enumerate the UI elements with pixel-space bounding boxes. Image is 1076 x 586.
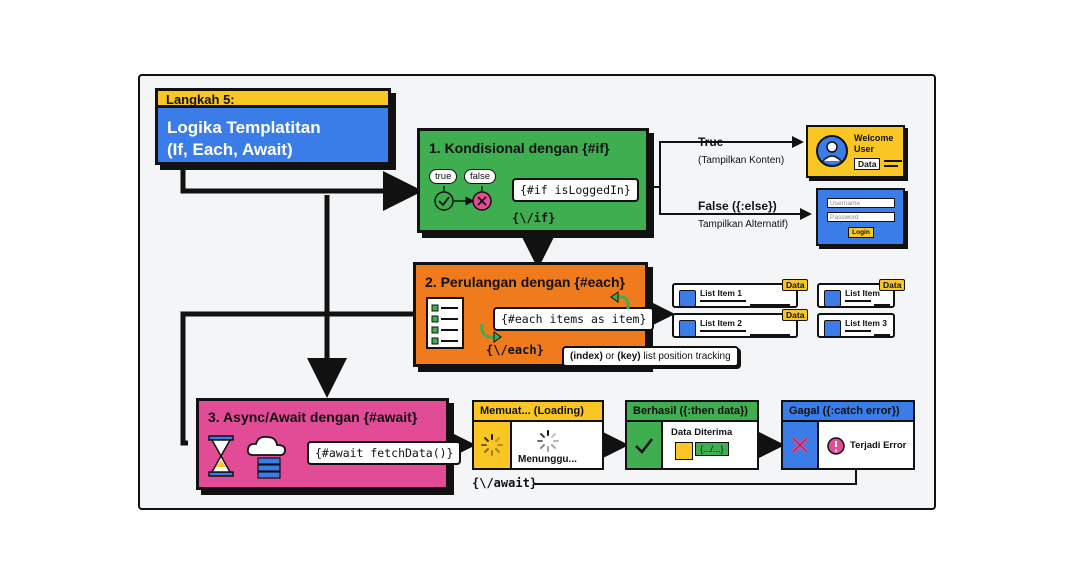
list-item: List Item 3 <box>817 313 895 338</box>
login-button[interactable]: Login <box>848 227 874 238</box>
login-form-card: Username Password Login <box>816 188 905 246</box>
step-title-line2: (If, Each, Await) <box>167 140 293 159</box>
welcome-user-card: Welcome User Data <box>806 125 905 178</box>
checklist-icon <box>426 297 464 349</box>
then-stage: Berhasil ({:then data}) Data Diterima {.… <box>625 400 759 470</box>
loading-stage: Memuat... (Loading) Menunggu... <box>472 400 604 470</box>
note-or: or <box>602 351 618 362</box>
welcome-data-tag: Data <box>854 158 881 170</box>
password-field[interactable]: Password <box>827 212 895 222</box>
true-false-flow <box>434 186 492 211</box>
loop-arrow-icon-bottom <box>480 323 502 343</box>
note-rest: list position tracking <box>640 351 731 362</box>
list-item-data-tag: Data <box>782 279 809 291</box>
await-code: {#await fetchData()} <box>307 441 462 465</box>
branch-line-false <box>659 187 812 220</box>
arrow-each-to-await-left <box>180 311 413 446</box>
branch-false-sub: Tampilkan Alternatif) <box>698 219 789 230</box>
true-pill: true <box>429 169 458 184</box>
each-code: {#each items as item} <box>493 307 655 331</box>
step-label: Langkah 5: <box>155 88 391 108</box>
cloud-server-icon <box>246 435 286 479</box>
conditional-title: 1. Kondisional dengan {#if} <box>429 140 610 156</box>
note-key: (key) <box>617 351 641 362</box>
loop-note: (index) or (key) list position tracking <box>562 346 739 367</box>
list-item: List Item 2 <box>672 313 798 338</box>
step-title-line1: Logika Templatitan <box>167 118 321 137</box>
conditional-card: 1. Kondisional dengan {#if} true false {… <box>417 128 649 233</box>
spinner-icon <box>481 434 503 456</box>
catch-title: Gagal ({:catch error}) <box>783 402 913 422</box>
loading-title: Memuat... (Loading) <box>474 402 602 422</box>
await-title: 3. Async/Await dengan {#await} <box>208 409 418 425</box>
check-icon <box>434 191 454 211</box>
list-item-data-tag: Data <box>782 309 809 321</box>
then-data-value: {.../...} <box>695 442 729 456</box>
user-avatar-icon <box>816 135 848 167</box>
arrow-header-to-if <box>180 163 423 211</box>
loop-title: 2. Perulangan dengan {#each} <box>425 274 625 290</box>
error-alert-icon <box>827 437 845 455</box>
false-pill: false <box>464 169 497 184</box>
each-close-code: {\/each} <box>486 343 544 357</box>
then-text: Data Diterima <box>671 427 733 438</box>
branch-true-sub: (Tampilkan Konten) <box>698 155 785 166</box>
then-title: Berhasil ({:then data}) <box>627 402 757 422</box>
await-close-line <box>534 470 857 485</box>
spinner-icon <box>537 430 559 452</box>
note-index: (index) <box>570 351 603 362</box>
username-field[interactable]: Username <box>827 198 895 208</box>
welcome-line2: User <box>854 144 875 154</box>
step-header-card: Langkah 5: Logika Templatitan (If, Each,… <box>155 88 391 165</box>
loading-text: Menunggu... <box>518 454 577 465</box>
checkmark-icon <box>635 438 653 454</box>
welcome-line1: Welcome <box>854 133 894 143</box>
await-close-code: {\/await} <box>472 476 538 490</box>
loop-arrow-icon-top <box>610 291 630 310</box>
if-code: {#if isLoggedIn} <box>512 178 639 202</box>
branch-true-label: True <box>698 135 724 149</box>
if-close-code: {\/if} <box>512 211 556 225</box>
branch-false-label: False ({:else}) <box>698 199 777 213</box>
list-item-data-tag: Data <box>879 279 906 291</box>
await-card: 3. Async/Await dengan {#await} {#await f… <box>196 398 462 490</box>
catch-stage: Gagal ({:catch error}) Terjadi Error <box>781 400 915 470</box>
catch-text: Terjadi Error <box>850 440 907 451</box>
hourglass-icon <box>208 435 234 477</box>
list-item: List Item 1 <box>672 283 798 308</box>
error-x-icon <box>791 436 809 454</box>
